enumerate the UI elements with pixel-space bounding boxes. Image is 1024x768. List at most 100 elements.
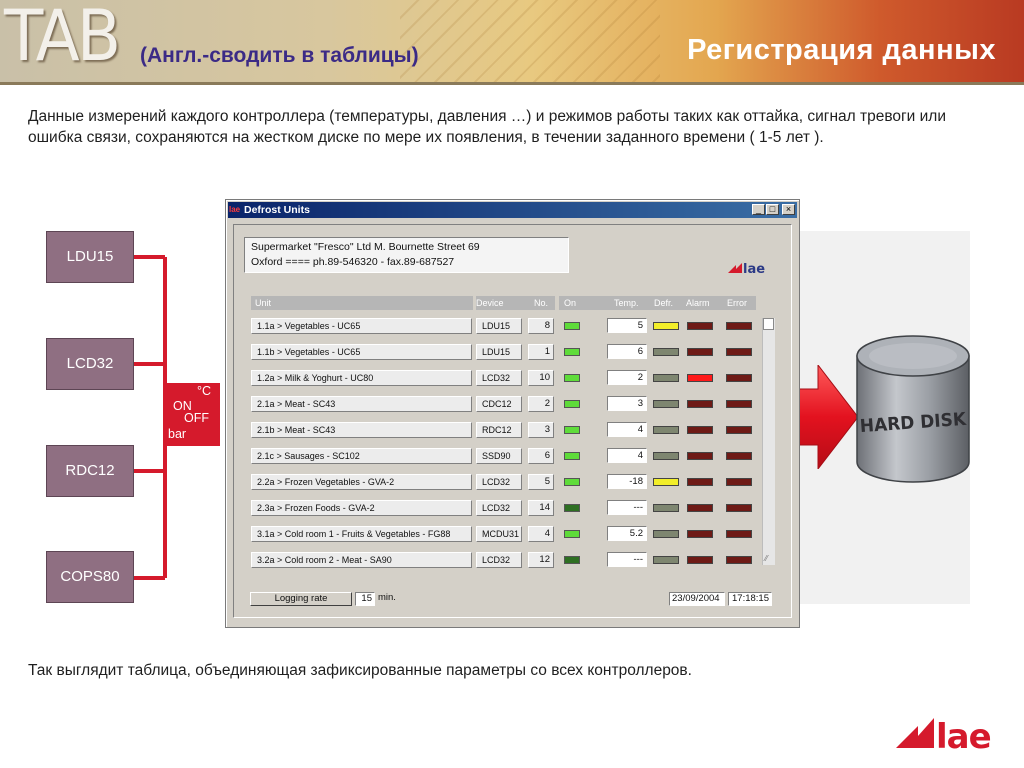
on-indicator [564,556,580,564]
app-icon: lae [229,205,241,214]
temperature-cell: 4 [607,448,647,463]
temperature-cell: 3 [607,396,647,411]
controller-cops80: COPS80 [46,551,134,603]
number-cell: 2 [528,396,554,412]
minimize-button[interactable]: _ [752,204,765,215]
device-cell: RDC12 [476,422,522,438]
column-header-unit: Unit [251,296,473,310]
bus-line-vertical [163,257,167,578]
temperature-cell: 4 [607,422,647,437]
defrost-indicator [653,452,679,460]
device-cell: LCD32 [476,474,522,490]
device-cell: LCD32 [476,370,522,386]
device-cell: LCD32 [476,500,522,516]
error-indicator [726,530,752,538]
error-indicator [726,556,752,564]
label-off: OFF [184,411,209,425]
error-indicator [726,426,752,434]
unit-cell: 1.1b > Vegetables - UC65 [251,344,472,360]
alarm-indicator [687,426,713,434]
store-info-line1: Supermarket "Fresco" Ltd M. Bournette St… [251,241,480,253]
unit-cell: 1.1a > Vegetables - UC65 [251,318,472,334]
on-indicator [564,504,580,512]
number-cell: 14 [528,500,554,516]
table-scrollbar[interactable]: ⁄⁄ [762,318,775,565]
unit-cell: 2.2a > Frozen Vegetables - GVA-2 [251,474,472,490]
on-indicator [564,530,580,538]
label-celsius: °C [197,384,212,398]
alarm-indicator [687,348,713,356]
svg-text:lae: lae [936,717,991,756]
header-divider [0,82,1024,85]
on-indicator [564,478,580,486]
header-logo-tab: TAB [4,0,121,77]
error-indicator [726,322,752,330]
bus-line-ldu15 [134,255,165,259]
logging-rate-input[interactable]: 15 [355,592,375,606]
alarm-indicator [687,400,713,408]
scrollbar-thumb[interactable] [763,318,774,330]
alarm-indicator [687,322,713,330]
page-title: Регистрация данных [687,34,996,66]
unit-cell: 2.1c > Sausages - SC102 [251,448,472,464]
error-indicator [726,478,752,486]
temperature-cell: 5.2 [607,526,647,541]
header-subtitle: (Англ.-сводить в таблицы) [140,44,419,67]
defrost-units-window: lae Defrost Units _ □ × Supermarket "Fre… [225,199,800,628]
caption-text: Так выглядит таблица, объединяющая зафик… [28,662,692,679]
controller-rdc12: RDC12 [46,445,134,497]
header-decoration [400,0,660,82]
controller-lcd32: LCD32 [46,338,134,390]
error-indicator [726,400,752,408]
alarm-indicator [687,504,713,512]
maximize-button[interactable]: □ [766,204,779,215]
controller-ldu15: LDU15 [46,231,134,283]
unit-cell: 3.1a > Cold room 1 - Fruits & Vegetables… [251,526,472,542]
bus-signal-panel: °C ON OFF bar [167,383,220,446]
bus-line-lcd32 [134,362,165,366]
on-indicator [564,452,580,460]
error-indicator [726,452,752,460]
temperature-cell: 5 [607,318,647,333]
defrost-indicator [653,530,679,538]
unit-cell: 3.2a > Cold room 2 - Meat - SA90 [251,552,472,568]
number-cell: 5 [528,474,554,490]
store-info-box: Supermarket "Fresco" Ltd M. Bournette St… [244,237,569,273]
defrost-indicator [653,348,679,356]
alarm-indicator [687,530,713,538]
on-indicator [564,322,580,330]
error-indicator [726,374,752,382]
alarm-indicator [687,374,713,382]
resize-grip-icon: ⁄⁄ [765,554,768,563]
lae-logo-small: lae [728,262,765,276]
window-titlebar[interactable]: lae Defrost Units _ □ × [228,202,797,218]
close-button[interactable]: × [782,204,795,215]
store-info-line2: Oxford ==== ph.89-546320 - fax.89-687527 [251,256,455,268]
defrost-indicator [653,426,679,434]
unit-cell: 2.1a > Meat - SC43 [251,396,472,412]
device-cell: LCD32 [476,552,522,568]
temperature-cell: --- [607,552,647,567]
alarm-indicator [687,556,713,564]
number-cell: 8 [528,318,554,334]
bus-line-cops80 [134,576,165,580]
on-indicator [564,348,580,356]
column-header-device-no: Device No. [476,296,555,310]
temperature-cell: 2 [607,370,647,385]
window-title: Defrost Units [244,204,310,216]
device-cell: LDU15 [476,318,522,334]
on-indicator [564,400,580,408]
alarm-indicator [687,452,713,460]
svg-text:lae: lae [743,262,765,276]
intro-paragraph: Данные измерений каждого контроллера (те… [28,108,946,146]
logging-rate-unit: min. [378,592,396,603]
number-cell: 6 [528,448,554,464]
slide-header: TAB (Англ.-сводить в таблицы) Регистраци… [0,0,1024,82]
logging-rate-button[interactable]: Logging rate [250,592,352,606]
label-on: ON [173,399,192,413]
lae-footer-logo: lae [896,717,992,756]
number-cell: 4 [528,526,554,542]
defrost-indicator [653,504,679,512]
window-panel [233,224,792,618]
label-bar: bar [168,427,187,441]
